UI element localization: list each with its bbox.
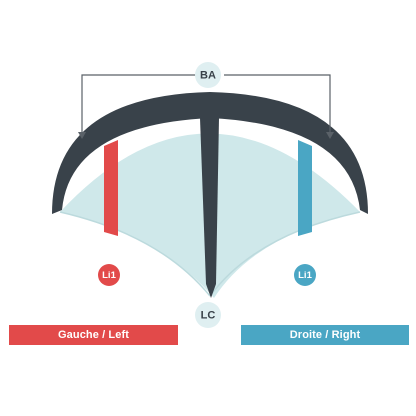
ba-bracket-left bbox=[81, 74, 196, 136]
li1-right-label: Li1 bbox=[298, 270, 312, 281]
left-side-label: Gauche / Left bbox=[58, 329, 129, 341]
lc-label: LC bbox=[201, 310, 216, 322]
trailing-edge-right bbox=[209, 211, 361, 297]
ba-bracket-right bbox=[224, 74, 331, 136]
li1-right-bubble bbox=[294, 264, 316, 286]
right-side-label: Droite / Right bbox=[289, 329, 361, 341]
trailing-edge-left bbox=[59, 211, 211, 297]
li1-left-label: Li1 bbox=[102, 270, 116, 281]
center-strut bbox=[200, 118, 219, 298]
li1-left-bubble bbox=[98, 264, 120, 286]
right-side-bar-bg bbox=[241, 325, 409, 345]
right-panel-stripe bbox=[298, 140, 312, 236]
left-panel-stripe bbox=[104, 140, 118, 236]
ba-label: BA bbox=[200, 70, 216, 82]
left-side-bar-bg bbox=[9, 325, 178, 345]
ba-bubble bbox=[195, 62, 221, 88]
ba-arrow-left bbox=[78, 132, 86, 139]
lc-bubble bbox=[195, 302, 221, 328]
ba-arrow-right bbox=[326, 132, 334, 139]
leading-edge-tube bbox=[52, 92, 368, 214]
